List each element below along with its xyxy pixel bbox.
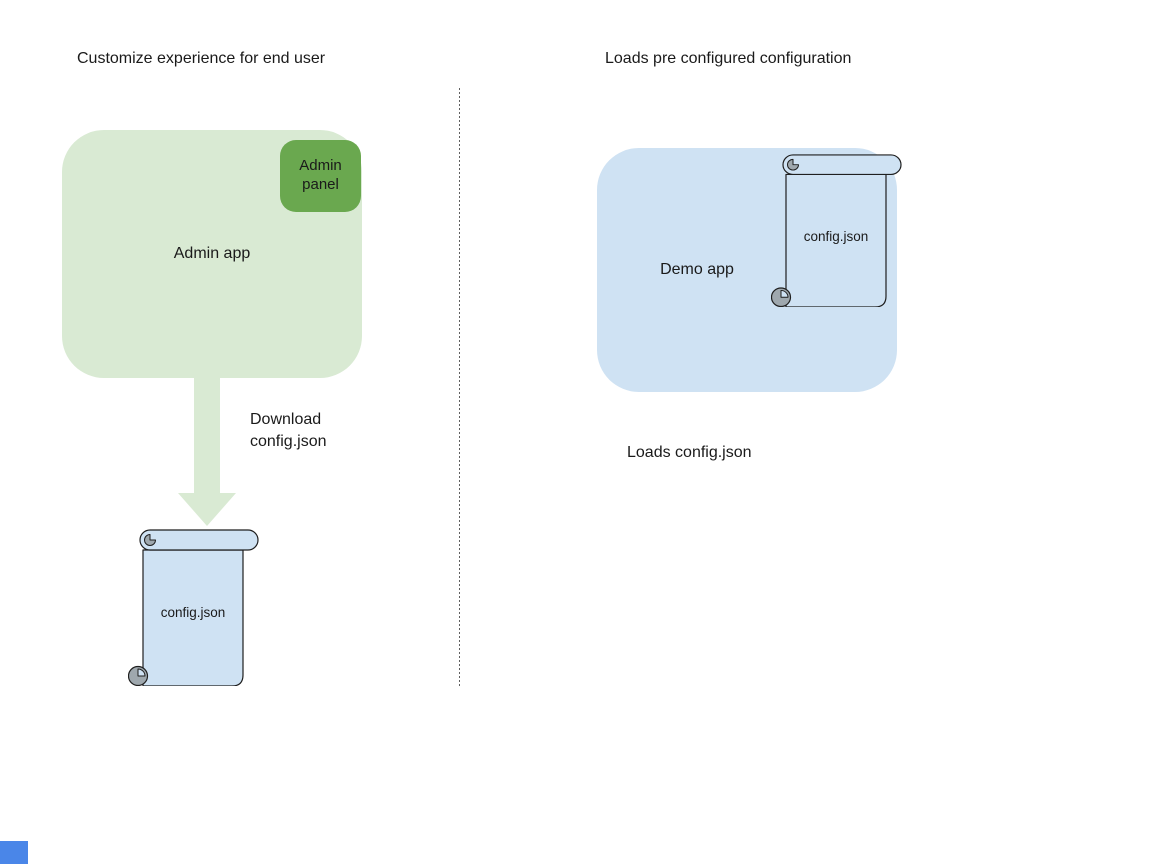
scroll-top-roll <box>139 529 259 551</box>
down-arrow-shape <box>178 377 236 526</box>
down-arrow-icon <box>178 377 236 526</box>
right-section-title: Loads pre configured configuration <box>605 50 852 67</box>
scroll-shape-icon <box>128 529 259 686</box>
scroll-top-curl <box>144 534 156 546</box>
demo-app-label: Demo app <box>660 261 734 278</box>
config-scroll-left: config.json <box>128 528 260 686</box>
config-filename-label: config.json <box>160 605 226 620</box>
scroll-bottom-curl-notch <box>137 668 146 677</box>
dotted-divider <box>459 88 460 686</box>
admin-panel-label: Admin panel <box>299 157 342 193</box>
admin-panel-badge: Admin panel <box>280 140 361 212</box>
scroll-top-roll <box>782 154 902 176</box>
download-caption: Download config.json <box>250 411 327 450</box>
loads-caption: Loads config.json <box>627 444 752 461</box>
demo-app-label-wrap: Demo app <box>597 148 797 392</box>
admin-app-box: Admin app Admin panel <box>62 130 362 378</box>
config-filename-label: config.json <box>803 229 869 244</box>
config-scroll-right: config.json <box>771 153 903 307</box>
left-section-title: Customize experience for end user <box>77 50 326 67</box>
corner-accent-rect <box>0 841 28 864</box>
scroll-bottom-curl-notch <box>780 289 789 298</box>
admin-app-label: Admin app <box>173 245 251 262</box>
scroll-shape-icon <box>771 154 902 307</box>
scroll-top-curl <box>787 158 799 171</box>
